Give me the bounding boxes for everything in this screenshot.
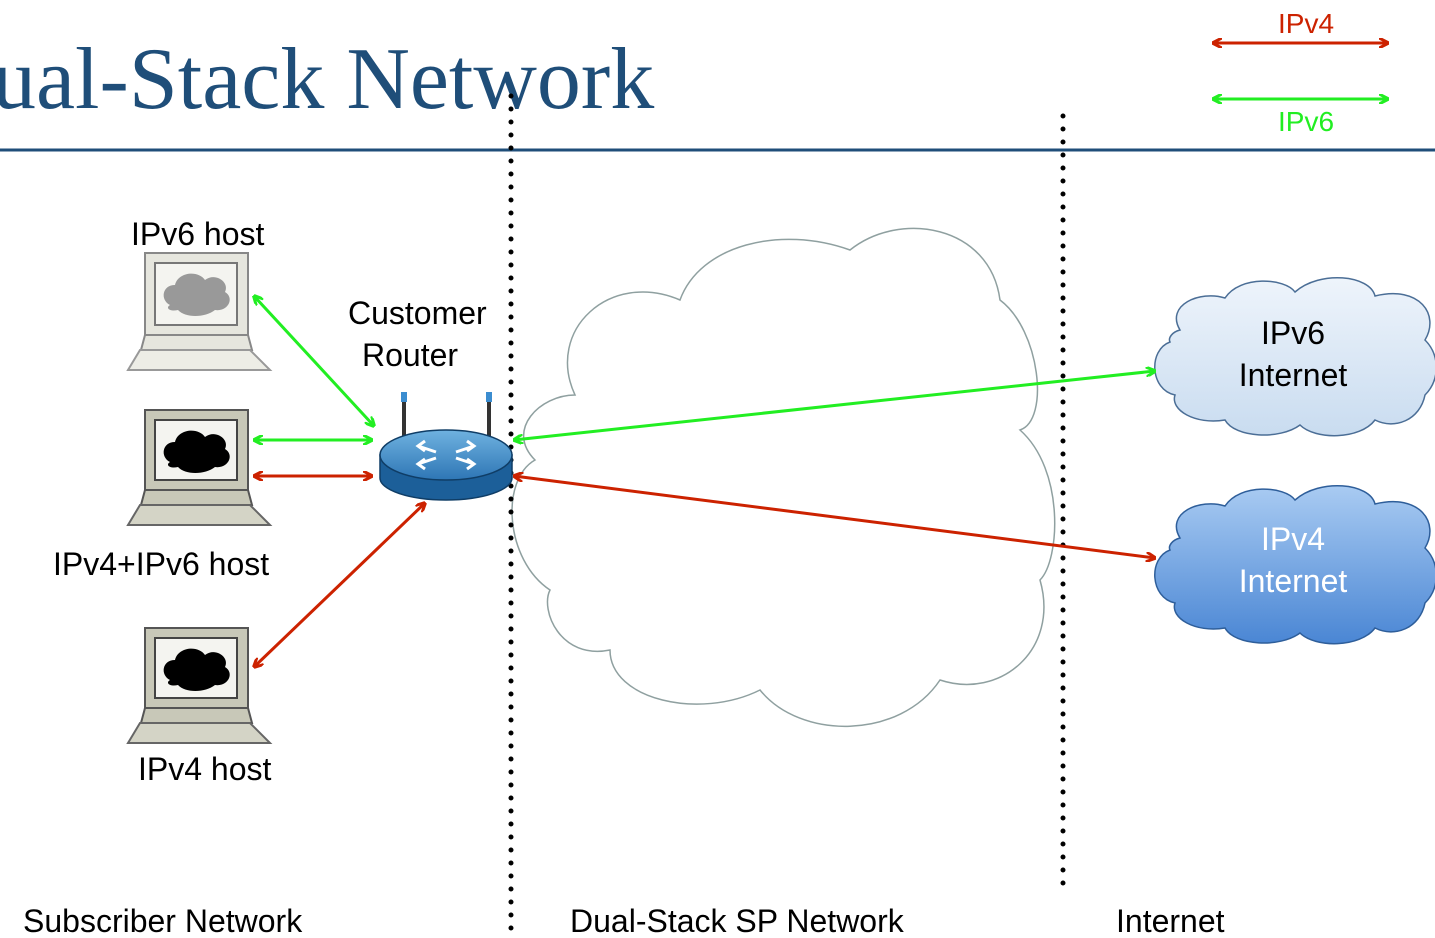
ipv6-host-label: IPv6 host xyxy=(131,216,265,252)
ipv4-host-computer xyxy=(126,627,273,744)
ipv4-internet-cloud xyxy=(1154,484,1435,645)
router-antenna-tip-right xyxy=(486,392,492,402)
ipv6-host-screen-cloud xyxy=(163,273,230,316)
dual-host-label: IPv4+IPv6 host xyxy=(53,546,269,582)
legend: IPv4 IPv6 xyxy=(1213,8,1388,137)
ipv6-internet-label-line2: Internet xyxy=(1239,357,1348,393)
zone-sp-label: Dual-Stack SP Network xyxy=(570,903,905,938)
router-label-line1: Customer xyxy=(348,295,487,331)
router-antenna-tip-left xyxy=(401,392,407,402)
router-icon xyxy=(379,392,513,501)
zone-subscriber-label: Subscriber Network xyxy=(23,903,303,938)
router-top xyxy=(379,429,513,481)
ipv6-host-computer xyxy=(126,252,273,371)
router-arrows xyxy=(415,439,477,471)
ipv4-internet-label-line2: Internet xyxy=(1239,563,1348,599)
legend-ipv6-label: IPv6 xyxy=(1278,106,1334,137)
router-label-line2: Router xyxy=(362,337,458,373)
legend-ipv4-label: IPv4 xyxy=(1278,8,1334,39)
ipv4-host-router-ipv4-link xyxy=(254,503,425,667)
dual-host-computer xyxy=(126,409,273,526)
router-ipv6-internet-link xyxy=(514,371,1155,440)
ipv4-host-base xyxy=(139,707,254,724)
ipv4-host-keyboard xyxy=(126,722,273,744)
sp-network-cloud xyxy=(511,227,1056,727)
ipv4-host-screen-cloud xyxy=(163,648,230,691)
ipv6-host-router-ipv6-link xyxy=(254,296,374,426)
dual-host-screen-cloud xyxy=(163,430,230,473)
dual-host-base xyxy=(139,489,254,506)
router-ipv4-internet-link xyxy=(514,476,1155,558)
zone-internet-label: Internet xyxy=(1116,903,1225,938)
dual-host-keyboard xyxy=(126,504,273,526)
ipv6-host-base xyxy=(139,334,254,351)
ipv4-internet-label-line1: IPv4 xyxy=(1261,521,1325,557)
ipv6-internet-cloud xyxy=(1154,276,1435,437)
ipv6-internet-label-line1: IPv6 xyxy=(1261,315,1325,351)
slide-title: ual-Stack Network xyxy=(0,31,654,128)
ipv6-host-keyboard xyxy=(126,349,273,371)
ipv4-host-label: IPv4 host xyxy=(138,751,272,787)
